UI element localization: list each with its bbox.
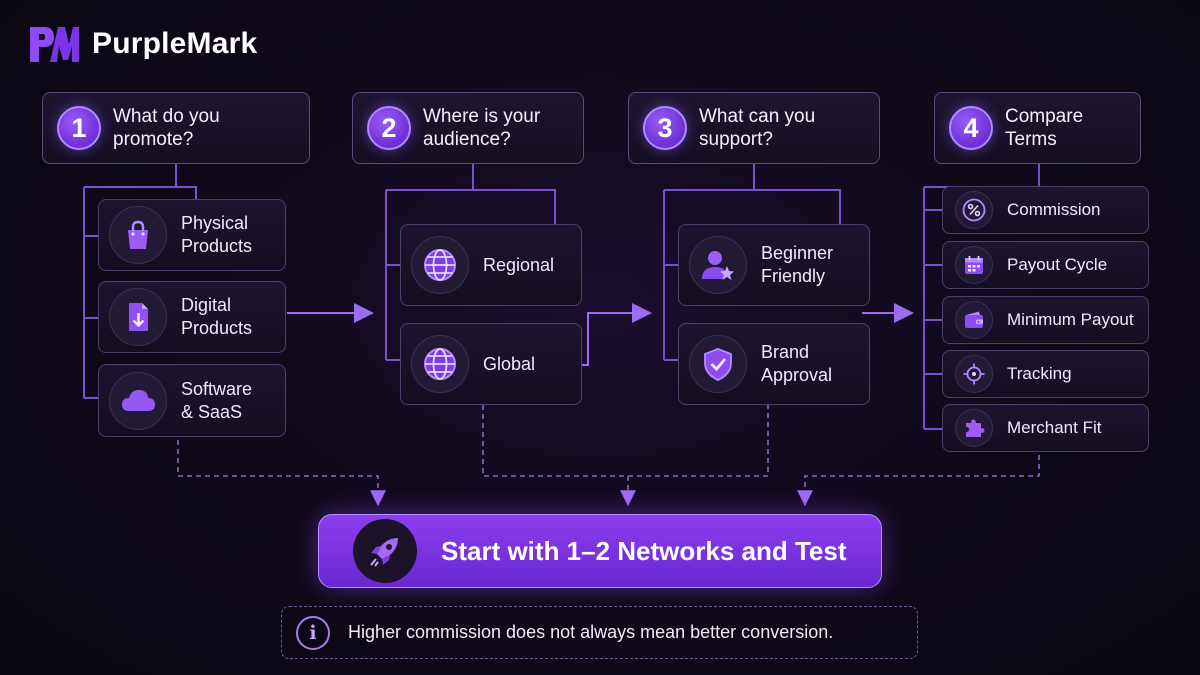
step-label: What do you promote? [113, 106, 220, 150]
option-label: Physical Products [181, 213, 253, 256]
puzzle-icon [955, 409, 993, 447]
term-label: Merchant Fit [1007, 418, 1102, 437]
globe-icon [411, 335, 469, 393]
term-minimum-payout[interactable]: Minimum Payout [942, 296, 1149, 344]
purplemark-logo-icon [30, 27, 79, 62]
option-label: Brand Approval [761, 342, 833, 385]
step-label: What can you support? [699, 106, 816, 150]
option-global[interactable]: Global [400, 323, 582, 405]
term-label: Commission [1007, 200, 1101, 219]
option-label: Global [483, 353, 536, 374]
step-1-header: 1 What do you promote? [42, 92, 310, 164]
user-star-icon [689, 236, 747, 294]
option-label: Software & SaaS [181, 378, 253, 422]
cloud-icon [109, 371, 167, 430]
percent-icon [955, 191, 993, 229]
shopping-bag-icon [109, 206, 167, 264]
option-physical-products[interactable]: Physical Products [98, 199, 286, 271]
option-brand-approval[interactable]: Brand Approval [678, 323, 870, 405]
download-file-icon [109, 288, 167, 346]
step-label: Compare Terms [1005, 106, 1084, 150]
term-label: Payout Cycle [1007, 255, 1108, 274]
step-3-header: 3 What can you support? [628, 92, 880, 164]
option-label: Digital Products [181, 295, 253, 338]
step-number: 2 [367, 106, 411, 150]
term-label: Minimum Payout [1007, 310, 1134, 329]
calendar-icon [955, 246, 993, 284]
option-regional[interactable]: Regional [400, 224, 582, 306]
brand: PurpleMark [26, 24, 257, 64]
step-2-header: 2 Where is your audience? [352, 92, 584, 164]
globe-icon [411, 236, 469, 294]
step-4-header: 4 Compare Terms [934, 92, 1141, 164]
brand-name: PurpleMark [92, 27, 258, 60]
wallet-icon [955, 301, 993, 339]
step-number: 4 [949, 106, 993, 150]
shield-check-icon [689, 335, 747, 393]
step-number: 3 [643, 106, 687, 150]
start-testing-button[interactable]: Start with 1–2 Networks and Test [318, 514, 882, 588]
info-icon: i [296, 615, 330, 650]
step-number: 1 [57, 106, 101, 150]
option-label: Regional [483, 254, 555, 275]
term-label: Tracking [1007, 364, 1072, 383]
rocket-icon [353, 519, 417, 583]
option-software-saas[interactable]: Software & SaaS [98, 364, 286, 437]
cta-label: Start with 1–2 Networks and Test [441, 535, 847, 566]
option-beginner-friendly[interactable]: Beginner Friendly [678, 224, 870, 306]
option-digital-products[interactable]: Digital Products [98, 281, 286, 353]
term-merchant-fit[interactable]: Merchant Fit [942, 404, 1149, 452]
note-label: Higher commission does not always mean b… [348, 622, 834, 642]
step-label: Where is your audience? [423, 106, 541, 150]
option-label: Beginner Friendly [761, 243, 834, 286]
target-icon [955, 355, 993, 393]
term-commission[interactable]: Commission [942, 186, 1149, 234]
info-note: i Higher commission does not always mean… [281, 606, 918, 659]
term-payout-cycle[interactable]: Payout Cycle [942, 241, 1149, 289]
term-tracking[interactable]: Tracking [942, 350, 1149, 398]
